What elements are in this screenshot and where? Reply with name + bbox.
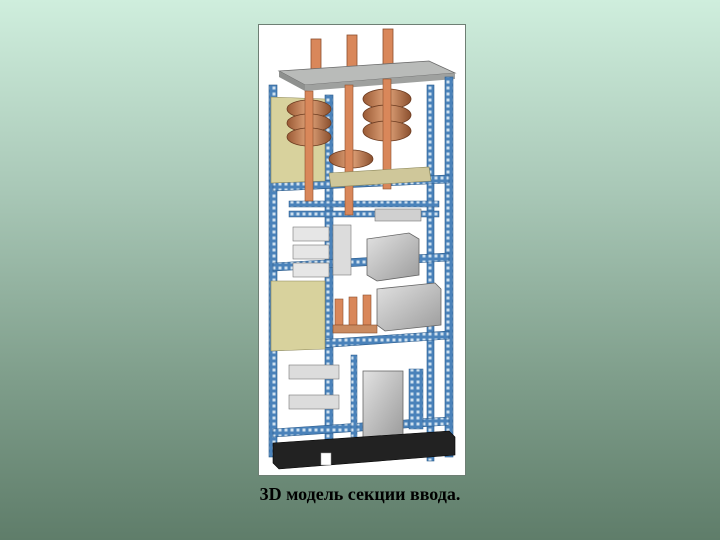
- copper-connections: [332, 294, 378, 334]
- base-plinth: [272, 430, 456, 470]
- figure-frame: [258, 24, 466, 476]
- slide-caption: 3D модель секции ввода.: [259, 484, 461, 504]
- lower-components: [288, 354, 424, 438]
- switch-modules: [292, 224, 352, 278]
- cabinet-3d-model-image: [268, 28, 457, 470]
- roof-plate: [277, 60, 457, 91]
- breaker-box: [366, 208, 442, 332]
- vertical-busbars: [304, 78, 432, 216]
